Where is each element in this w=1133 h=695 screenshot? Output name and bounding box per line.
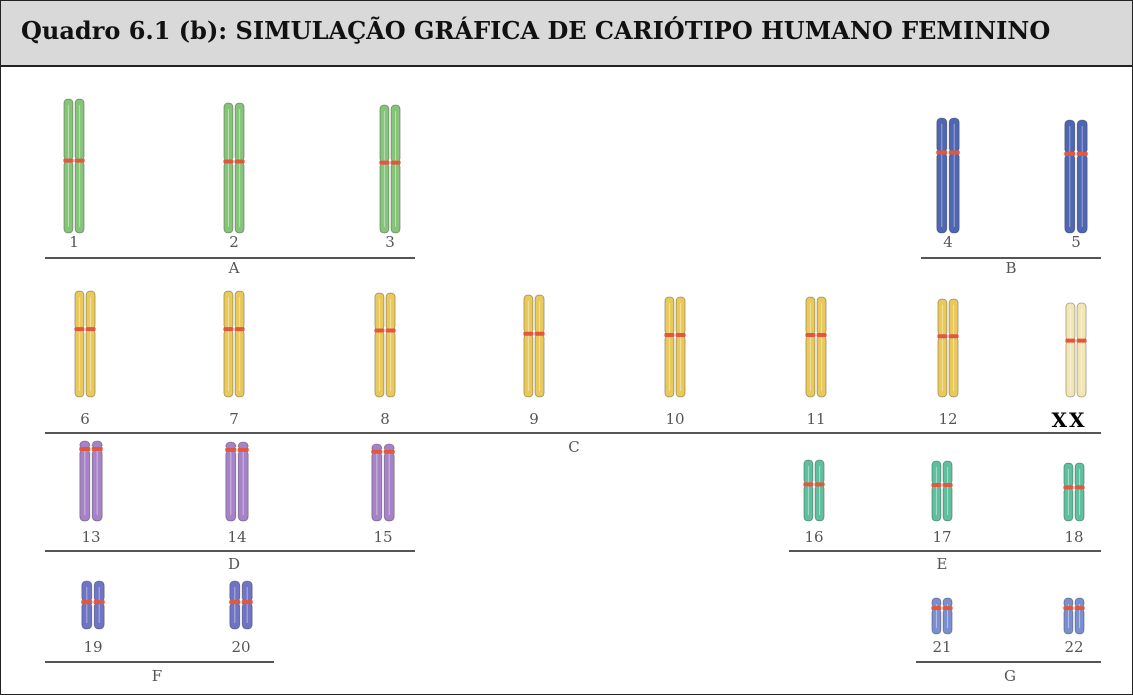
group-label-a: A [228, 259, 240, 277]
chromosome-number-20: 20 [231, 638, 250, 656]
chromosome-pair-18 [1063, 462, 1085, 522]
chromosome-pair-10 [664, 296, 686, 398]
chromosome-number-6: 6 [80, 410, 90, 428]
chromosome-pair-20 [229, 580, 253, 630]
chromosome-pair-xx [1065, 302, 1087, 398]
group-label-f: F [152, 667, 162, 685]
chromosome-number-12: 12 [938, 410, 957, 428]
chromosome-number-1: 1 [69, 233, 79, 251]
chromosome-pair-7 [223, 290, 245, 398]
chromosome-pair-6 [74, 290, 96, 398]
chromosome-number-15: 15 [373, 528, 392, 546]
chromosome-number-7: 7 [229, 410, 239, 428]
chromosome-pair-1 [63, 98, 85, 234]
chromosome-number-17: 17 [932, 528, 951, 546]
chromosome-number-9: 9 [529, 410, 539, 428]
chromosome-number-18: 18 [1064, 528, 1083, 546]
chromosome-number-22: 22 [1064, 638, 1083, 656]
group-label-e: E [937, 555, 948, 573]
group-label-c: C [568, 438, 579, 456]
chromosome-number-14: 14 [227, 528, 246, 546]
panel-title: Quadro 6.1 (b): SIMULAÇÃO GRÁFICA DE CAR… [21, 16, 1051, 45]
chromosome-pair-22 [1063, 597, 1085, 635]
chromosome-pair-8 [374, 292, 396, 398]
chromosome-pair-15 [371, 443, 395, 522]
chromosome-pair-3 [379, 104, 401, 234]
chromosome-pair-4 [936, 117, 960, 234]
sex-chromosome-label: XX [1051, 408, 1086, 432]
chromosome-number-10: 10 [665, 410, 684, 428]
chromosome-number-19: 19 [83, 638, 102, 656]
chromosome-number-3: 3 [385, 233, 395, 251]
chromosome-pair-13 [79, 440, 103, 522]
chromosome-pair-16 [803, 459, 825, 522]
chromosome-pair-11 [805, 296, 827, 398]
chromosome-number-16: 16 [804, 528, 823, 546]
header-bar: Quadro 6.1 (b): SIMULAÇÃO GRÁFICA DE CAR… [1, 1, 1132, 67]
group-label-b: B [1005, 259, 1016, 277]
chromosome-number-2: 2 [229, 233, 239, 251]
group-label-g: G [1004, 667, 1016, 685]
chromosome-number-4: 4 [943, 233, 953, 251]
chromosome-pair-21 [931, 597, 953, 635]
chromosome-number-13: 13 [81, 528, 100, 546]
chromosome-number-8: 8 [380, 410, 390, 428]
chromosome-pair-12 [937, 298, 959, 398]
chromosome-pair-17 [931, 460, 953, 522]
group-label-d: D [228, 555, 240, 573]
chromosome-pair-9 [523, 294, 545, 398]
chromosome-pair-14 [225, 441, 249, 522]
chromosome-pair-5 [1064, 119, 1088, 234]
chromosome-number-5: 5 [1071, 233, 1081, 251]
chromosome-number-11: 11 [806, 410, 825, 428]
chromosome-pair-19 [81, 580, 105, 630]
chromosome-pair-2 [223, 102, 245, 234]
chromosome-number-21: 21 [932, 638, 951, 656]
